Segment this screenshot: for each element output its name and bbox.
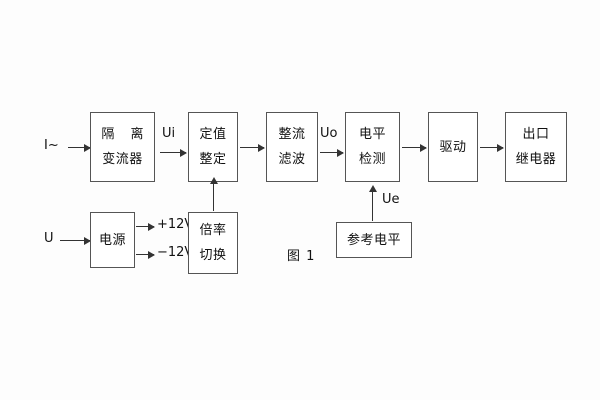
arrow-isolation-to-setting (160, 148, 187, 157)
block-multiplier-switch-line2: 切换 (199, 248, 227, 263)
voltage-input-label: U (44, 231, 54, 246)
rail-negative-label: −12V (157, 245, 194, 260)
block-output-relay-line1: 出口 (522, 127, 550, 142)
arrow-rectify-to-level-detect (320, 148, 344, 157)
block-isolation-line1: 隔 离 (101, 127, 150, 142)
block-drive-line1: 驱动 (439, 139, 467, 155)
arrow-drive-to-output-relay (480, 143, 504, 152)
block-rectify-filter-line2: 滤波 (278, 152, 306, 167)
current-input-label: I~ (44, 138, 59, 153)
block-drive[interactable]: 驱动 (428, 112, 478, 182)
signal-label-ui: Ui (162, 126, 176, 141)
arrow-input-to-power-supply (60, 236, 91, 245)
arrow-input-to-isolation (68, 143, 91, 152)
arrow-multiplier-to-setting (209, 177, 218, 211)
arrow-rail-positive (136, 222, 155, 231)
signal-label-ue: Ue (382, 192, 400, 207)
arrow-reference-to-level-detect (368, 185, 377, 221)
block-level-detect-line2: 检测 (358, 152, 386, 167)
block-level-detect[interactable]: 电平 检测 (345, 112, 400, 182)
block-power-supply-line1: 电源 (98, 232, 126, 248)
block-power-supply[interactable]: 电源 (90, 212, 135, 268)
block-setting[interactable]: 定值 整定 (188, 112, 238, 182)
arrow-level-detect-to-drive (402, 143, 427, 152)
block-multiplier-switch-line1: 倍率 (199, 223, 227, 238)
block-rectify-filter[interactable]: 整流 滤波 (266, 112, 318, 182)
block-reference-level[interactable]: 参考电平 (336, 222, 412, 258)
block-output-relay[interactable]: 出口 继电器 (505, 112, 567, 182)
block-setting-line2: 整定 (199, 152, 227, 167)
block-reference-level-line1: 参考电平 (346, 232, 401, 248)
block-rectify-filter-line1: 整流 (278, 127, 306, 142)
block-isolation-line2: 变流器 (102, 152, 143, 167)
block-level-detect-line1: 电平 (358, 127, 386, 142)
block-output-relay-line2: 继电器 (515, 152, 557, 167)
block-isolation[interactable]: 隔 离 变流器 (90, 112, 155, 182)
figure-caption: 图 1 (287, 249, 316, 264)
signal-label-uo: Uo (320, 126, 338, 141)
block-setting-line1: 定值 (199, 127, 227, 142)
arrow-rail-negative (136, 250, 155, 259)
rail-positive-label: +12V (157, 217, 194, 232)
block-multiplier-switch[interactable]: 倍率 切换 (188, 212, 238, 274)
arrow-setting-to-rectify (240, 143, 265, 152)
